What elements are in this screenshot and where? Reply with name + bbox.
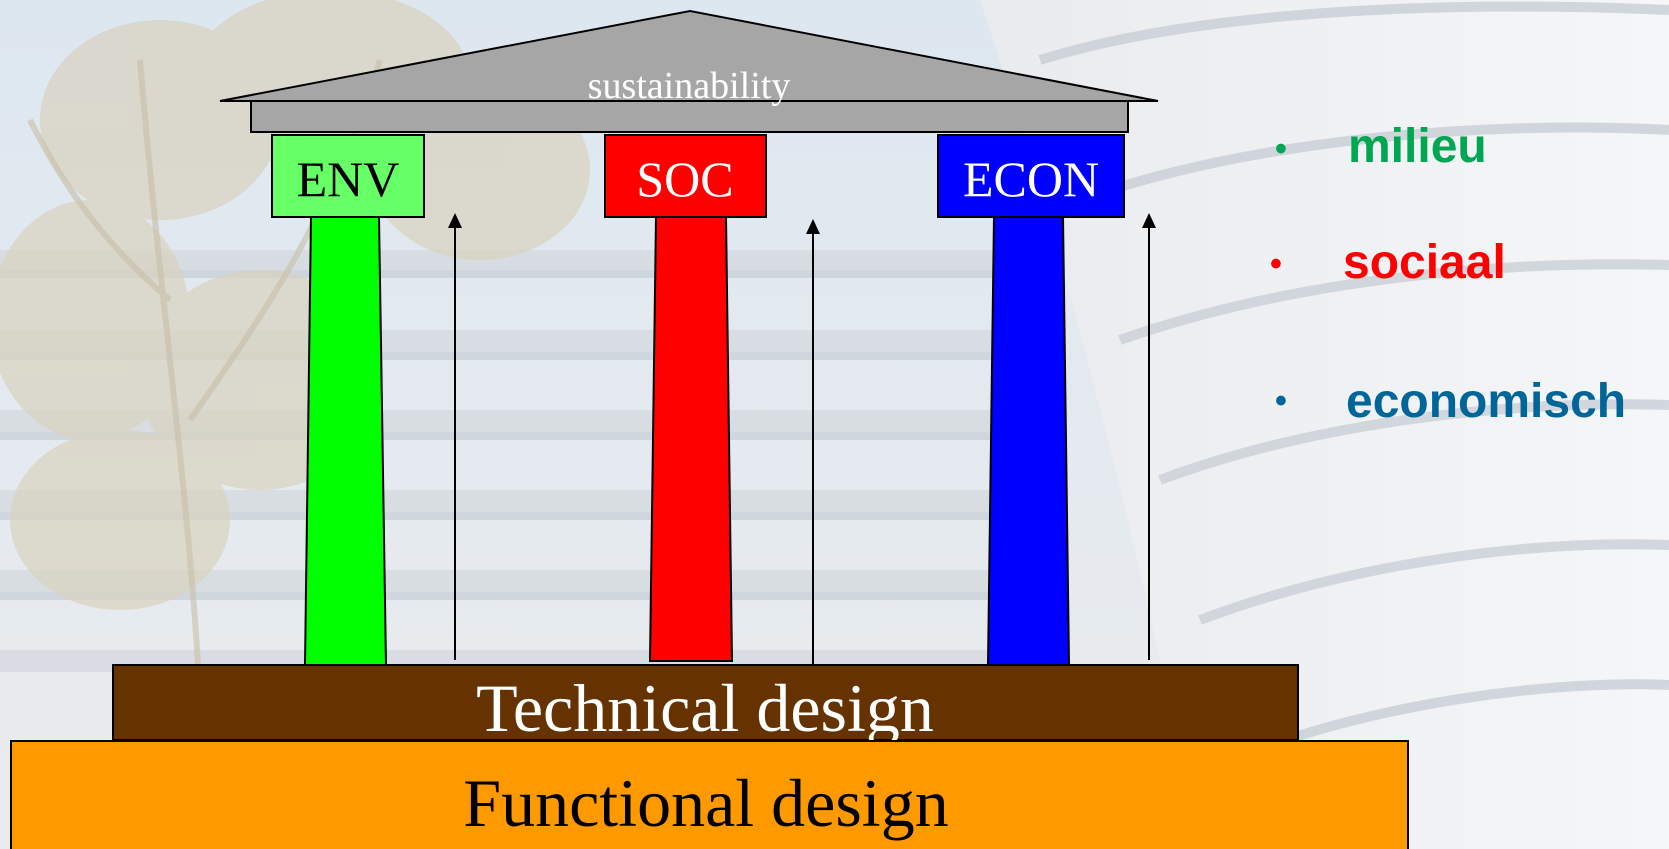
functional-design-base xyxy=(10,740,1409,849)
legend-item-sociaal: sociaal xyxy=(1343,236,1506,289)
technical-design-label: Technical design xyxy=(476,670,934,746)
arrow-3-head xyxy=(1142,213,1156,228)
arrow-1-head xyxy=(448,213,462,228)
legend-item-economisch: economisch xyxy=(1346,375,1626,428)
functional-design-label: Functional design xyxy=(463,765,948,841)
pillar-soc-capital xyxy=(604,134,767,218)
legend-item-milieu: milieu xyxy=(1348,120,1487,173)
legend-bullet-economisch: • xyxy=(1275,382,1287,420)
pillar-soc-shaft xyxy=(648,216,734,662)
pillar-econ-capital xyxy=(937,134,1125,218)
arrow-2-head xyxy=(806,219,820,234)
pillar-env-shaft xyxy=(303,216,388,666)
pillar-soc-label: SOC xyxy=(636,151,733,207)
roof-beam xyxy=(250,100,1129,133)
technical-design-base xyxy=(112,664,1299,741)
pillar-env-capital xyxy=(271,134,425,218)
pillar-econ-shaft xyxy=(986,216,1071,666)
legend-bullet-sociaal: • xyxy=(1270,245,1282,283)
pillar-env-label: ENV xyxy=(297,151,400,207)
pillar-econ-label: ECON xyxy=(963,151,1099,207)
roof-label: sustainability xyxy=(588,65,791,107)
legend-bullet-milieu: • xyxy=(1275,130,1287,168)
